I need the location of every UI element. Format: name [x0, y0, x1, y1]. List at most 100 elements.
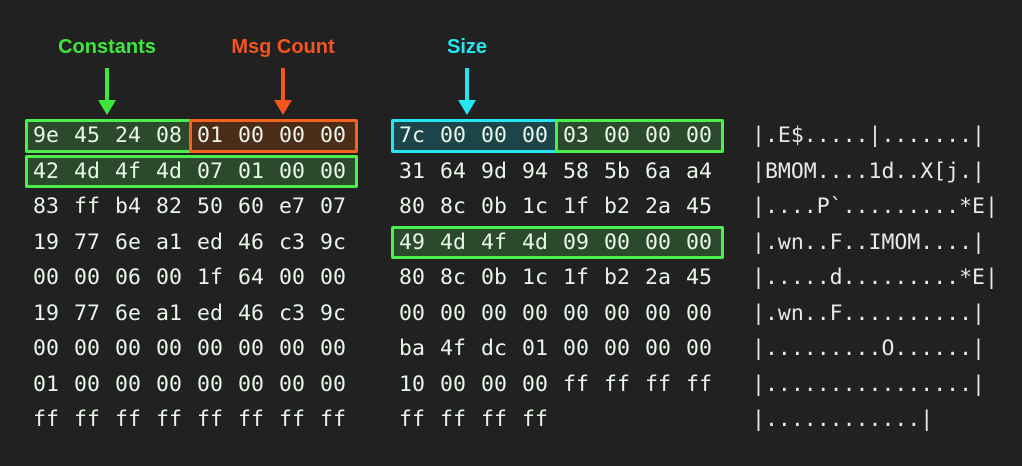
hex-byte: 1f	[563, 194, 589, 219]
hex-byte: 00	[604, 336, 630, 361]
hex-byte: 00	[481, 371, 507, 397]
hex-byte: 00	[279, 158, 305, 184]
hex-byte: 1c	[522, 265, 548, 290]
hex-byte: 00	[563, 300, 589, 326]
hex-byte: 2a	[645, 265, 671, 290]
hex-byte: 00	[320, 371, 346, 397]
hex-byte: 60	[238, 194, 264, 219]
hex-byte: 00	[320, 158, 346, 184]
hex-byte: 08	[156, 123, 182, 148]
hex-byte: ba	[399, 336, 425, 361]
hex-byte: 64	[238, 265, 264, 290]
hex-byte: 46	[238, 300, 264, 326]
ascii-column: |BMOM....1d..X[j.|	[752, 158, 985, 184]
hex-byte: 6e	[115, 300, 141, 326]
hex-byte: ff	[197, 407, 223, 432]
hex-byte: 00	[604, 123, 630, 148]
hex-byte: a1	[156, 229, 182, 255]
hex-byte: e7	[279, 194, 305, 219]
hex-byte: 10	[399, 371, 425, 397]
hex-byte: 9c	[320, 300, 346, 326]
hex-byte: 6e	[115, 229, 141, 255]
hex-byte: 8c	[440, 265, 466, 290]
hex-byte: 01	[238, 158, 264, 184]
hex-byte: 9d	[481, 158, 507, 184]
highlight-box-hl-constants-three	[555, 119, 724, 153]
hex-byte: 00	[440, 300, 466, 326]
hex-byte: 4d	[156, 158, 182, 184]
highlight-box-hl-constants-bmom	[25, 154, 358, 188]
hex-byte: 00	[279, 265, 305, 290]
hex-byte: a4	[686, 158, 712, 184]
hex-byte: 00	[481, 123, 507, 148]
hex-byte: 1f	[563, 265, 589, 290]
hex-byte: ff	[74, 407, 100, 432]
hex-byte: 6a	[645, 158, 671, 184]
hex-byte: 07	[320, 194, 346, 219]
annotation-arrow-size	[454, 68, 480, 119]
hex-byte: 00	[320, 336, 346, 361]
hex-byte: 1f	[197, 265, 223, 290]
hex-byte: ed	[197, 300, 223, 326]
hex-byte: 00	[686, 123, 712, 148]
hex-byte: 83	[33, 194, 59, 219]
hex-byte: 2a	[645, 194, 671, 219]
hex-byte: 00	[238, 371, 264, 397]
hex-byte: 00	[279, 371, 305, 397]
hex-byte: 49	[399, 229, 425, 255]
highlight-box-hl-constants-magic	[25, 119, 194, 153]
hex-byte: 4d	[74, 158, 100, 184]
hex-byte: 00	[686, 336, 712, 361]
hex-byte: 00	[645, 229, 671, 255]
hex-byte: 00	[197, 371, 223, 397]
hex-byte: c3	[279, 300, 305, 326]
hex-byte: 00	[74, 371, 100, 397]
ascii-column: |.wn..F..........|	[752, 300, 985, 326]
hex-byte: 19	[33, 229, 59, 255]
hex-byte: b2	[604, 265, 630, 290]
hex-byte: 80	[399, 194, 425, 219]
hex-byte: 7c	[399, 123, 425, 148]
hex-byte: ed	[197, 229, 223, 255]
hex-byte: 00	[686, 229, 712, 255]
hex-byte: 46	[238, 229, 264, 255]
hex-byte: 0b	[481, 194, 507, 219]
hex-byte: a1	[156, 300, 182, 326]
ascii-column: |................|	[752, 371, 985, 397]
annotation-arrow-constants	[94, 68, 120, 119]
hex-byte: 00	[645, 300, 671, 326]
hex-byte: 5b	[604, 158, 630, 184]
hex-byte: 00	[604, 229, 630, 255]
hex-byte: 1c	[522, 194, 548, 219]
hex-byte: ff	[156, 407, 182, 432]
hex-byte: 4d	[440, 229, 466, 255]
hex-byte: ff	[563, 371, 589, 397]
hex-byte: b4	[115, 194, 141, 219]
hex-byte: 45	[74, 123, 100, 148]
hex-byte: 07	[197, 158, 223, 184]
hex-byte: 00	[645, 123, 671, 148]
hex-byte: 4d	[522, 229, 548, 255]
hex-byte: 00	[156, 371, 182, 397]
hex-byte: 00	[238, 336, 264, 361]
hex-byte: 9c	[320, 229, 346, 255]
hex-byte: 8c	[440, 194, 466, 219]
hex-byte: dc	[481, 336, 507, 361]
annotation-label-constants: Constants	[58, 36, 156, 58]
hex-byte: ff	[604, 371, 630, 397]
hex-byte: ff	[33, 407, 59, 432]
hex-byte: ff	[279, 407, 305, 432]
hex-byte: 00	[279, 123, 305, 148]
hex-byte: 4f	[481, 229, 507, 255]
annotation-label-msg-count: Msg Count	[231, 36, 335, 58]
hex-byte: 00	[320, 265, 346, 290]
hex-byte: ff	[399, 407, 425, 432]
annotation-arrow-msg-count	[270, 68, 296, 119]
hex-byte: 00	[115, 371, 141, 397]
hex-byte: 82	[156, 194, 182, 219]
hex-byte: 01	[33, 371, 59, 397]
ascii-column: |.wn..F..IMOM....|	[752, 229, 985, 255]
